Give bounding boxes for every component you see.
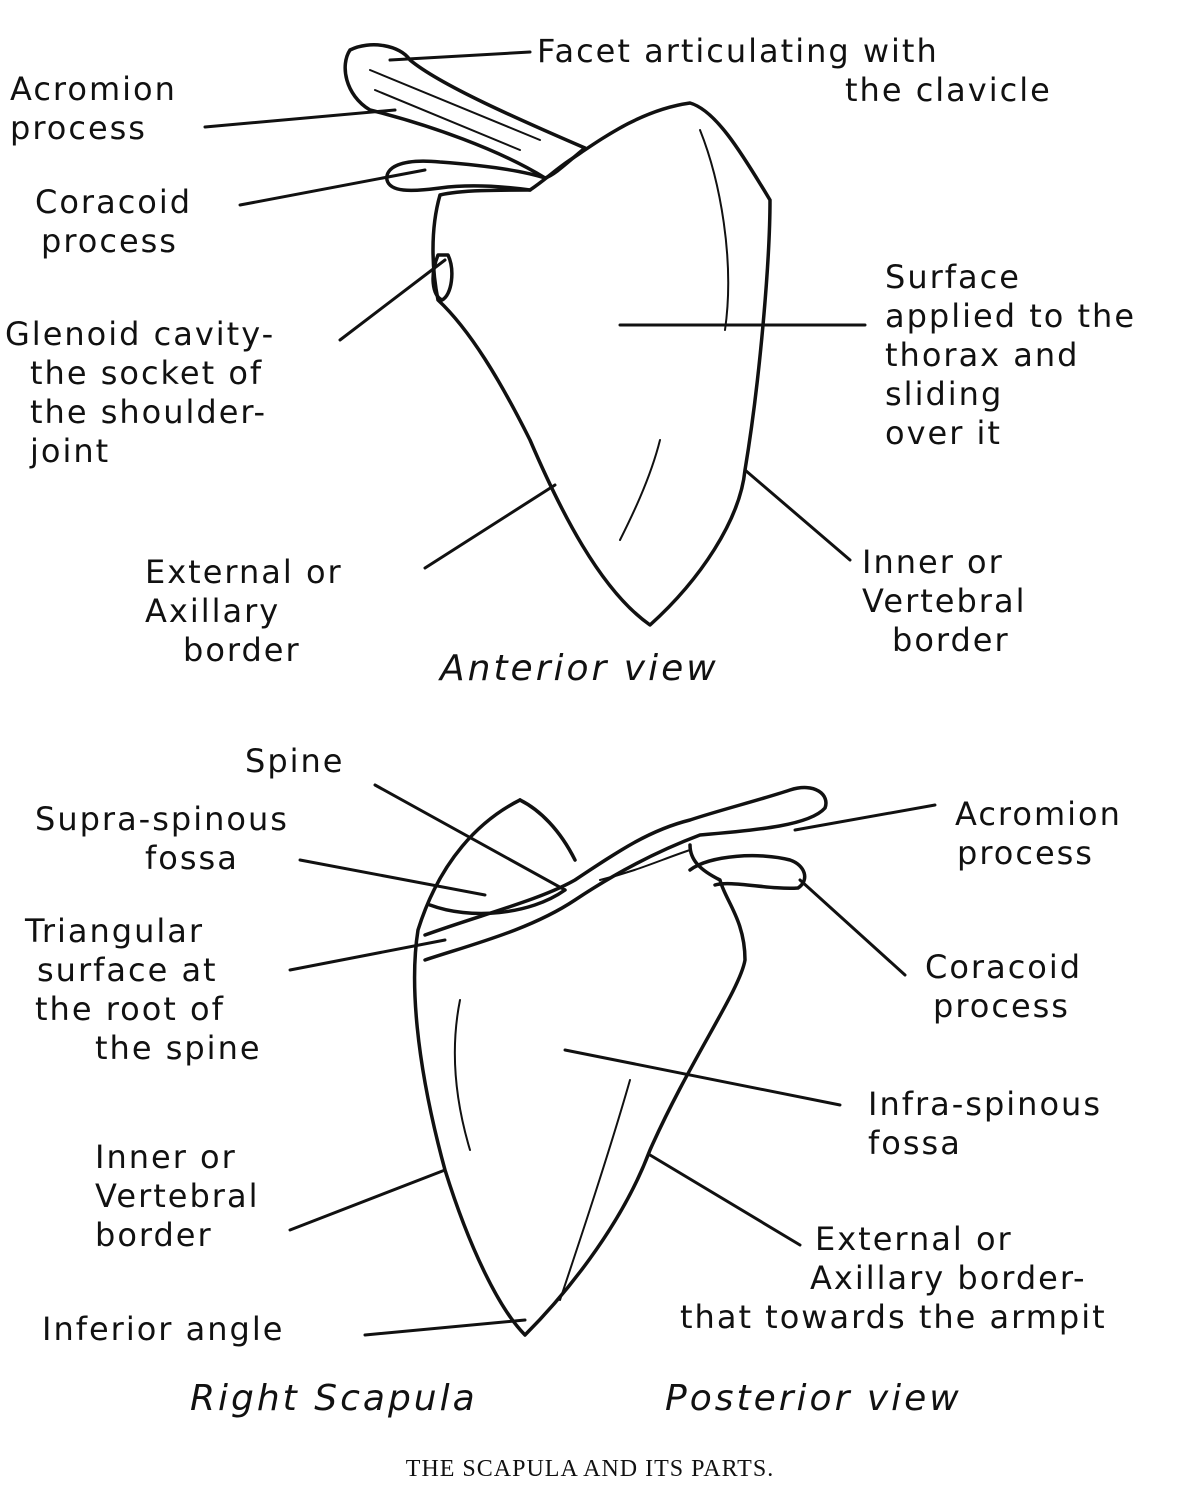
posterior-body bbox=[412, 798, 747, 1337]
label-external-border-posterior: External or Axillary border- that toward… bbox=[680, 1220, 1107, 1337]
label-supraspinous-fossa: Supra-spinous fossa bbox=[35, 800, 289, 878]
label-triangular-surface: Triangular surface at the root of the sp… bbox=[25, 912, 262, 1068]
label-line: External or bbox=[815, 1220, 1013, 1258]
label-line: process bbox=[41, 222, 178, 260]
label-line: fossa bbox=[868, 1124, 962, 1162]
leader-lines bbox=[203, 50, 937, 1337]
anterior-body bbox=[431, 101, 772, 627]
label-line: process bbox=[10, 109, 147, 147]
posterior-supraspinous-outline bbox=[428, 888, 567, 916]
label-line: Spine bbox=[245, 742, 345, 780]
label-line: process bbox=[933, 987, 1070, 1025]
label-line: thorax and bbox=[885, 336, 1080, 374]
label-coracoid-posterior: Coracoid process bbox=[925, 948, 1082, 1026]
label-line: External or bbox=[145, 553, 343, 591]
label-line: sliding bbox=[885, 375, 1004, 413]
label-line: fossa bbox=[145, 839, 239, 877]
label-line: the clavicle bbox=[845, 71, 1052, 109]
label-line: border bbox=[95, 1216, 213, 1254]
label-infraspinous-fossa: Infra-spinous fossa bbox=[868, 1085, 1102, 1163]
label-line: that towards the armpit bbox=[680, 1298, 1107, 1336]
label-line: Inner or bbox=[95, 1138, 237, 1176]
label-line: the socket of bbox=[30, 354, 264, 392]
label-acromion-posterior: Acromion process bbox=[955, 795, 1122, 873]
posterior-scapula-drawing bbox=[412, 785, 828, 1337]
label-line: Inferior angle bbox=[42, 1310, 285, 1348]
label-line: border bbox=[892, 621, 1010, 659]
label-line: Inner or bbox=[862, 543, 1004, 581]
anterior-glenoid bbox=[431, 253, 454, 302]
label-line: the shoulder- bbox=[30, 393, 268, 431]
label-acromion-anterior: Acromion process bbox=[10, 70, 177, 148]
posterior-superior-border bbox=[518, 798, 577, 862]
label-line: Facet articulating with bbox=[537, 32, 939, 70]
label-line: over it bbox=[885, 414, 1002, 452]
label-line: Coracoid bbox=[35, 183, 193, 221]
label-line: process bbox=[957, 834, 1094, 872]
label-line: the spine bbox=[95, 1029, 262, 1067]
label-line: Surface bbox=[885, 258, 1021, 296]
label-facet-clavicle: Facet articulating with the clavicle bbox=[537, 32, 1052, 110]
label-line: Infra-spinous bbox=[868, 1085, 1102, 1123]
posterior-spine bbox=[423, 785, 828, 962]
label-line: border bbox=[183, 631, 301, 669]
label-line: Triangular bbox=[25, 912, 205, 950]
label-line: Vertebral bbox=[862, 582, 1027, 620]
label-line: Acromion bbox=[955, 795, 1122, 833]
label-line: Axillary bbox=[145, 592, 281, 630]
label-coracoid-anterior: Coracoid process bbox=[35, 183, 192, 261]
label-line: Axillary border- bbox=[810, 1259, 1087, 1297]
figure-caption: THE SCAPULA AND ITS PARTS. bbox=[405, 1456, 775, 1482]
posterior-view-title: Posterior view bbox=[665, 1378, 962, 1419]
right-scapula-title: Right Scapula bbox=[190, 1378, 478, 1419]
label-line: Glenoid cavity- bbox=[5, 315, 276, 353]
posterior-coracoid bbox=[688, 853, 807, 891]
label-line: applied to the bbox=[885, 297, 1136, 335]
label-external-border-anterior: External or Axillary border bbox=[145, 553, 343, 670]
label-line: the root of bbox=[35, 990, 225, 1028]
label-inner-border-anterior: Inner or Vertebral border bbox=[862, 543, 1026, 660]
anterior-coracoid bbox=[385, 159, 547, 193]
label-line: Supra-spinous bbox=[35, 800, 289, 838]
label-line: joint bbox=[30, 432, 111, 470]
label-line: Acromion bbox=[10, 70, 177, 108]
anterior-scapula-drawing bbox=[343, 43, 772, 627]
label-spine: Spine bbox=[245, 742, 344, 781]
label-surface-thorax: Surface applied to the thorax and slidin… bbox=[885, 258, 1136, 453]
label-glenoid-cavity: Glenoid cavity- the socket of the should… bbox=[5, 315, 275, 471]
label-inferior-angle: Inferior angle bbox=[42, 1310, 284, 1349]
anterior-view-title: Anterior view bbox=[440, 648, 719, 689]
label-line: surface at bbox=[37, 951, 218, 989]
label-inner-border-posterior: Inner or Vertebral border bbox=[95, 1138, 259, 1255]
label-line: Vertebral bbox=[95, 1177, 260, 1215]
label-line: Coracoid bbox=[925, 948, 1083, 986]
